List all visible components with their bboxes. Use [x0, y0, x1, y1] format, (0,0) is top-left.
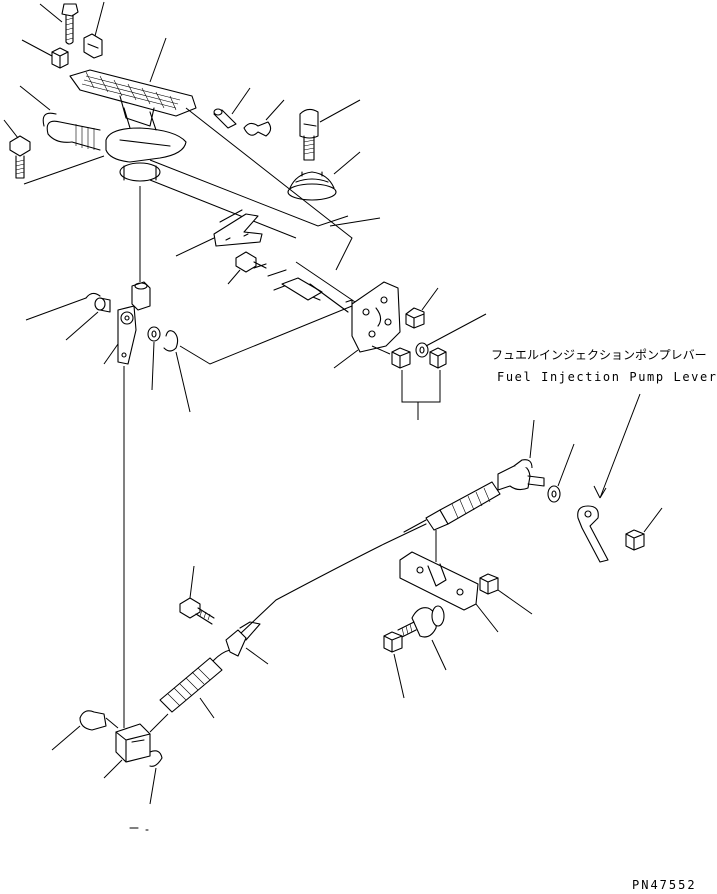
washer-icon — [547, 485, 561, 503]
cable-icon — [159, 481, 501, 713]
pedal-icon — [69, 69, 197, 182]
pump-lever-label-en: Fuel Injection Pump Lever — [497, 370, 717, 384]
clip-icon — [243, 121, 272, 137]
plate-icon — [345, 281, 401, 353]
bolt-icon — [61, 3, 79, 45]
bolt-icon — [235, 251, 267, 273]
bolt-icon — [397, 605, 445, 639]
fitting-icon — [497, 459, 545, 491]
clevis-icon — [117, 281, 151, 365]
rod-icon — [267, 269, 349, 313]
nut-icon — [383, 631, 403, 653]
boot-icon — [287, 171, 337, 201]
pin-icon — [94, 297, 111, 313]
pin-icon — [213, 108, 237, 129]
nut-icon — [405, 307, 425, 329]
bolt-icon — [299, 108, 319, 161]
nut-icon — [429, 347, 447, 369]
bolt-icon — [179, 597, 215, 625]
bracket-icon — [399, 551, 479, 611]
pump-lever-label-jp: フュエルインジェクションポンプレバー — [491, 348, 707, 362]
nut-icon — [479, 573, 499, 595]
clip-icon — [83, 33, 103, 59]
clevis-icon — [79, 710, 151, 763]
clamp-icon — [225, 621, 261, 657]
washer-icon — [147, 326, 161, 342]
u-bolt-icon — [42, 112, 101, 151]
washer-icon — [415, 342, 429, 358]
nut-icon — [391, 347, 411, 369]
nut-icon — [625, 529, 645, 551]
clip-icon — [85, 292, 101, 299]
clip-icon — [163, 330, 179, 352]
bracket-icon — [213, 209, 263, 247]
bolt-icon — [9, 135, 31, 179]
lever-icon — [577, 505, 609, 563]
nut-icon — [51, 47, 69, 69]
figure-code: PN47552 — [632, 878, 697, 892]
